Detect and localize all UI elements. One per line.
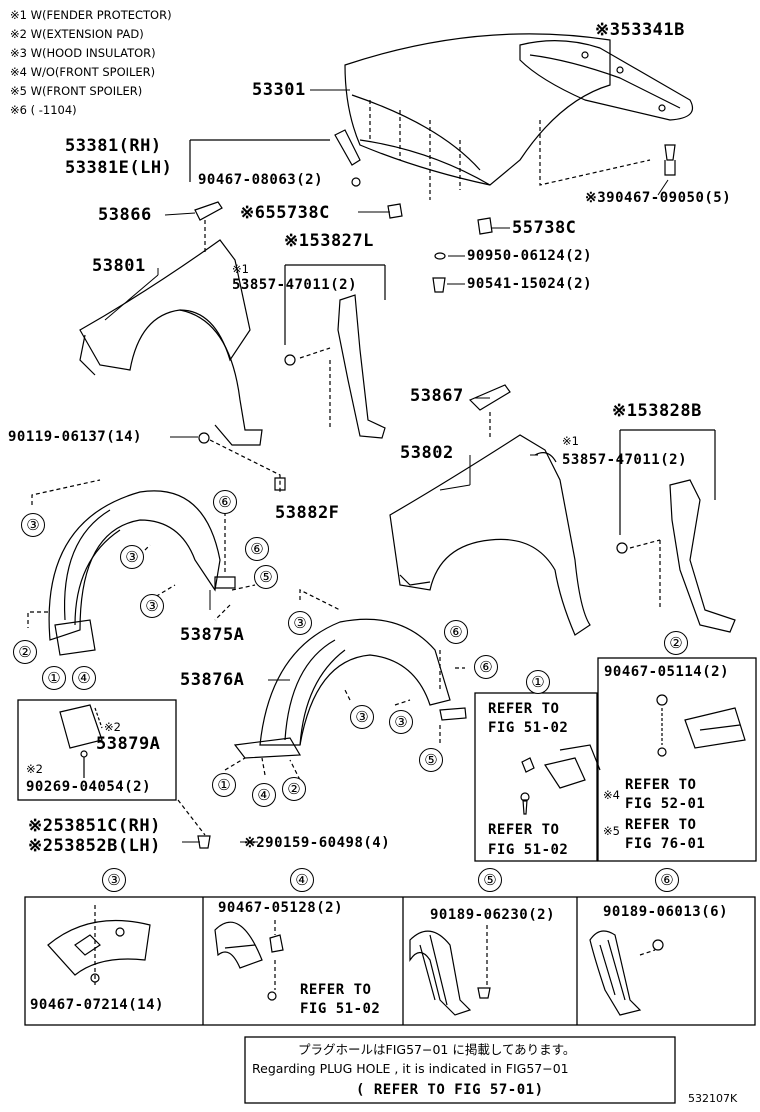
fender-protector-53828b bbox=[669, 479, 736, 633]
part-53875a: 53875A bbox=[180, 625, 245, 645]
ref-2a-mark: ※4 bbox=[603, 788, 620, 802]
part-53866: 53866 bbox=[98, 205, 152, 225]
fender-53802 bbox=[389, 434, 591, 636]
figure-code: 532107K bbox=[688, 1092, 738, 1105]
ref-1a-line2: FIG 51-02 bbox=[488, 720, 569, 736]
callout-3-box-header: ③ bbox=[102, 868, 126, 892]
ref-1b-line1: REFER TO bbox=[488, 822, 560, 838]
note-6: ※6 ( -1104) bbox=[10, 103, 77, 117]
callout-1-liner2: ① bbox=[212, 773, 236, 797]
callout-5-liner2: ⑤ bbox=[419, 748, 443, 772]
part-53857-47011-b: 53857-47011(2) bbox=[562, 452, 688, 468]
part-53867: 53867 bbox=[410, 386, 464, 406]
part-90467-05114: 90467-05114(2) bbox=[604, 664, 730, 680]
ref-2b-mark: ※5 bbox=[603, 824, 620, 838]
part-53828b: ※153828B bbox=[612, 401, 702, 421]
footer-line-en: Regarding PLUG HOLE , it is indicated in… bbox=[252, 1061, 569, 1076]
part-53851c: ※253851C(RH) bbox=[28, 816, 161, 836]
part-90159-60498: ※290159-60498(4) bbox=[244, 835, 391, 851]
callout-5-liner: ⑤ bbox=[254, 565, 278, 589]
note-1: ※1 W(FENDER PROTECTOR) bbox=[10, 8, 172, 22]
fender-liner-53876a bbox=[259, 618, 451, 746]
part-90189-06230: 90189-06230(2) bbox=[430, 907, 556, 923]
callout-3-liner2-b: ③ bbox=[350, 705, 374, 729]
callout-6-liner2-b: ⑥ bbox=[474, 655, 498, 679]
note-4: ※4 W/O(FRONT SPOILER) bbox=[10, 65, 156, 79]
part-53801: 53801 bbox=[92, 256, 146, 276]
note-5: ※5 W(FRONT SPOILER) bbox=[10, 84, 143, 98]
callout-1-liner: ① bbox=[42, 666, 66, 690]
callout-2-liner: ② bbox=[13, 640, 37, 664]
part-90467-05128: 90467-05128(2) bbox=[218, 900, 344, 916]
ref-1a-line1: REFER TO bbox=[488, 701, 560, 717]
part-90950-06124: 90950-06124(2) bbox=[467, 248, 593, 264]
part-90269-04054: 90269-04054(2) bbox=[26, 779, 152, 795]
callout-2-box-header: ② bbox=[664, 631, 688, 655]
mark-53857-a: ※1 bbox=[232, 262, 249, 276]
hood-53301 bbox=[344, 33, 611, 186]
part-90467-08063: 90467-08063(2) bbox=[198, 172, 324, 188]
part-90541-15024: 90541-15024(2) bbox=[467, 276, 593, 292]
note-2: ※2 W(EXTENSION PAD) bbox=[10, 27, 144, 41]
callout-5-box-header: ⑤ bbox=[478, 868, 502, 892]
ref-4-line2: FIG 51-02 bbox=[300, 1001, 381, 1017]
callout-3-liner2-c: ③ bbox=[389, 710, 413, 734]
fender-liner-53875a bbox=[48, 490, 221, 641]
fender-53801 bbox=[79, 239, 251, 371]
callout-3-liner-b: ③ bbox=[120, 545, 144, 569]
callout-3-liner-c: ③ bbox=[140, 594, 164, 618]
ref-2a-line2: FIG 52-01 bbox=[625, 796, 706, 812]
ref-1b-line2: FIG 51-02 bbox=[488, 842, 569, 858]
mark-53879a: ※2 bbox=[104, 720, 121, 734]
ref-2b-line2: FIG 76-01 bbox=[625, 836, 706, 852]
ref-2a-line1: REFER TO bbox=[625, 777, 697, 793]
part-55738c-a: ※655738C bbox=[240, 203, 330, 223]
part-53879a: 53879A bbox=[96, 734, 161, 754]
callout-3-liner-a: ③ bbox=[21, 513, 45, 537]
footer-line-jp: プラグホールはFIG57−01 に掲載してあります。 bbox=[298, 1042, 576, 1057]
part-53827l: ※153827L bbox=[284, 231, 374, 251]
callout-4-liner: ④ bbox=[72, 666, 96, 690]
part-53341b: ※353341B bbox=[595, 20, 685, 40]
part-53876a: 53876A bbox=[180, 670, 245, 690]
mark-90269: ※2 bbox=[26, 762, 43, 776]
callout-1-box-header: ① bbox=[526, 670, 550, 694]
hood-insulator-53341b bbox=[519, 40, 694, 121]
part-90467-07214: 90467-07214(14) bbox=[30, 997, 164, 1013]
part-90467-09050: ※390467-09050(5) bbox=[585, 190, 732, 206]
ref-2b-line1: REFER TO bbox=[625, 817, 697, 833]
part-53802: 53802 bbox=[400, 443, 454, 463]
callout-6-box-header: ⑥ bbox=[655, 868, 679, 892]
fender-protector-53827l bbox=[337, 294, 386, 439]
part-53882f: 53882F bbox=[275, 503, 340, 523]
part-53381: 53381(RH) bbox=[65, 136, 162, 156]
part-90189-06013: 90189-06013(6) bbox=[603, 904, 729, 920]
callout-6-liner-a: ⑥ bbox=[213, 490, 237, 514]
part-53857-47011-a: 53857-47011(2) bbox=[232, 277, 358, 293]
seal-53866 bbox=[194, 201, 223, 221]
part-53381e: 53381E(LH) bbox=[65, 158, 173, 178]
mark-53857-b: ※1 bbox=[562, 434, 579, 448]
callout-4-liner2: ④ bbox=[252, 783, 276, 807]
footer-refer: ( REFER TO FIG 57-01) bbox=[356, 1082, 544, 1098]
part-53301: 53301 bbox=[252, 80, 306, 100]
callout-2-liner2: ② bbox=[282, 777, 306, 801]
callout-4-box-header: ④ bbox=[290, 868, 314, 892]
seal-53867 bbox=[468, 384, 511, 411]
part-55738c-b: 55738C bbox=[512, 218, 577, 238]
part-53852b: ※253852B(LH) bbox=[28, 836, 161, 856]
callout-6-liner2-a: ⑥ bbox=[444, 620, 468, 644]
part-90119-06137: 90119-06137(14) bbox=[8, 429, 142, 445]
callout-3-liner2-a: ③ bbox=[288, 611, 312, 635]
note-3: ※3 W(HOOD INSULATOR) bbox=[10, 46, 156, 60]
ref-4-line1: REFER TO bbox=[300, 982, 372, 998]
callout-6-liner-b: ⑥ bbox=[245, 537, 269, 561]
